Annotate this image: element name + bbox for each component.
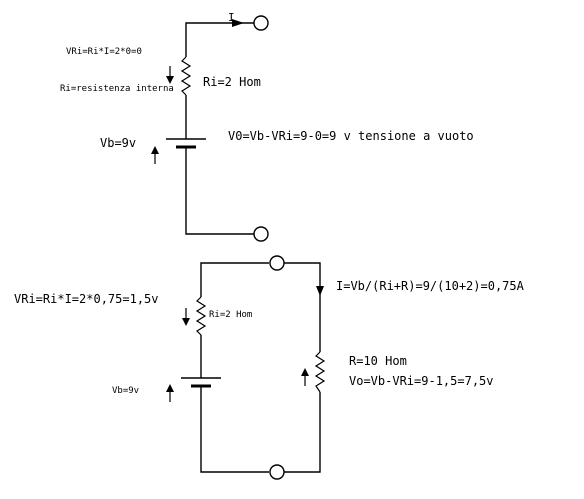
bottom-vri-arrow-icon [182, 308, 190, 326]
bottom-ri-value: Ri=2 Hom [209, 310, 252, 320]
top-output-terminal-lower[interactable] [253, 226, 269, 242]
bottom-circuit-top-wire-left [200, 262, 269, 297]
bottom-circuit-bottom-wire-right [284, 392, 321, 473]
bottom-vo-formula: Vo=Vb-VRi=9-1,5=7,5v [349, 374, 494, 388]
bottom-vo-arrow-icon [301, 368, 309, 386]
bottom-circuit: VRi=Ri*I=2*0,75=1,5v Ri=2 Hom Vb=9v I=Vb… [14, 255, 525, 480]
top-current-label: I [228, 11, 235, 24]
top-current-arrow-icon [232, 19, 244, 27]
bottom-vri-formula: VRi=Ri*I=2*0,75=1,5v [14, 292, 159, 306]
bottom-internal-resistor [195, 296, 207, 336]
top-circuit-lower-wire [185, 147, 254, 235]
bottom-vb-label: Vb=9v [112, 386, 139, 396]
top-circuit: I VRi=Ri*I=2*0=0 Ri=resistenza interna R… [60, 11, 474, 242]
bottom-vb-arrow-icon [166, 384, 174, 402]
bottom-terminal-upper[interactable] [269, 255, 285, 271]
top-v0-formula: V0=Vb-VRi=9-0=9 v tensione a vuoto [228, 129, 474, 143]
top-ri-definition: Ri=resistenza interna [60, 84, 174, 94]
top-ri-value: Ri=2 Hom [203, 75, 261, 89]
bottom-circuit-left-lower-wire [200, 386, 269, 473]
top-vri-formula: VRi=Ri*I=2*0=0 [66, 47, 142, 57]
bottom-terminal-lower[interactable] [269, 464, 285, 480]
bottom-load-resistor [314, 351, 326, 393]
top-vb-arrow-icon [151, 146, 159, 164]
top-circuit-upper-wire [185, 22, 254, 57]
top-internal-resistor [180, 56, 192, 96]
top-output-terminal-upper[interactable] [253, 15, 269, 31]
bottom-r-value: R=10 Hom [349, 354, 407, 368]
top-vri-arrow-icon [166, 66, 174, 84]
bottom-current-arrow-icon [316, 286, 324, 296]
bottom-current-formula: I=Vb/(Ri+R)=9/(10+2)=0,75A [336, 279, 525, 293]
bottom-circuit-top-wire-right [284, 262, 321, 352]
top-vb-label: Vb=9v [100, 136, 136, 150]
